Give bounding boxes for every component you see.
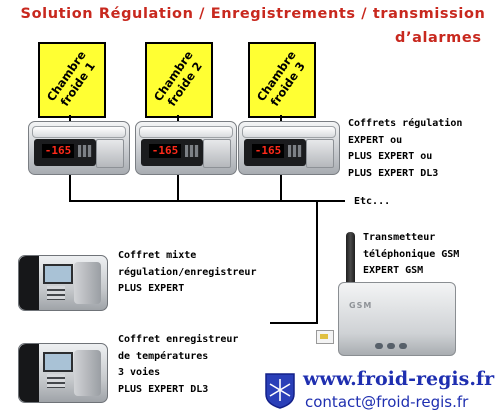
controller-2: -165 [135,121,237,175]
connector-line [280,115,282,122]
gsm-transmitter: GSM [338,282,456,356]
controller-3: -165 [238,121,340,175]
connector-line [177,115,179,122]
recorder-dl3 [18,343,108,403]
chamber-1-label: Chambre froide 1 [43,48,98,109]
website-link[interactable]: www.froid-regis.fr [303,368,495,390]
sim-card-icon [316,330,334,344]
diagram-title: Solution Régulation / Enregistrements / … [20,6,486,22]
chamber-2-box: Chambre froide 2 [145,42,213,118]
recorder-link-line [270,322,318,324]
controller-1: -165 [28,121,130,175]
connector-line [280,172,282,201]
email-link[interactable]: contact@froid-regis.fr [305,393,469,411]
connector-line [177,172,179,201]
diagram-title-continued: d’alarmes [395,30,482,46]
snowflake-logo-icon [265,373,295,409]
etc-label: Etc... [354,196,391,207]
bus-line [69,200,345,202]
chamber-3-box: Chambre froide 3 [248,42,316,118]
controller-3-display: -165 [252,144,284,158]
connector-line [69,115,71,122]
recorder-mixte [18,255,108,311]
chamber-3-label: Chambre froide 3 [253,48,308,109]
gsm-label: GSM [349,301,373,310]
connector-line [69,172,71,201]
chamber-1-box: Chambre froide 1 [38,42,106,118]
chamber-2-label: Chambre froide 2 [150,48,205,109]
gsm-antenna [346,232,355,290]
controller-2-display: -165 [149,144,181,158]
gsm-link-line [316,200,318,324]
controller-1-display: -165 [42,144,74,158]
